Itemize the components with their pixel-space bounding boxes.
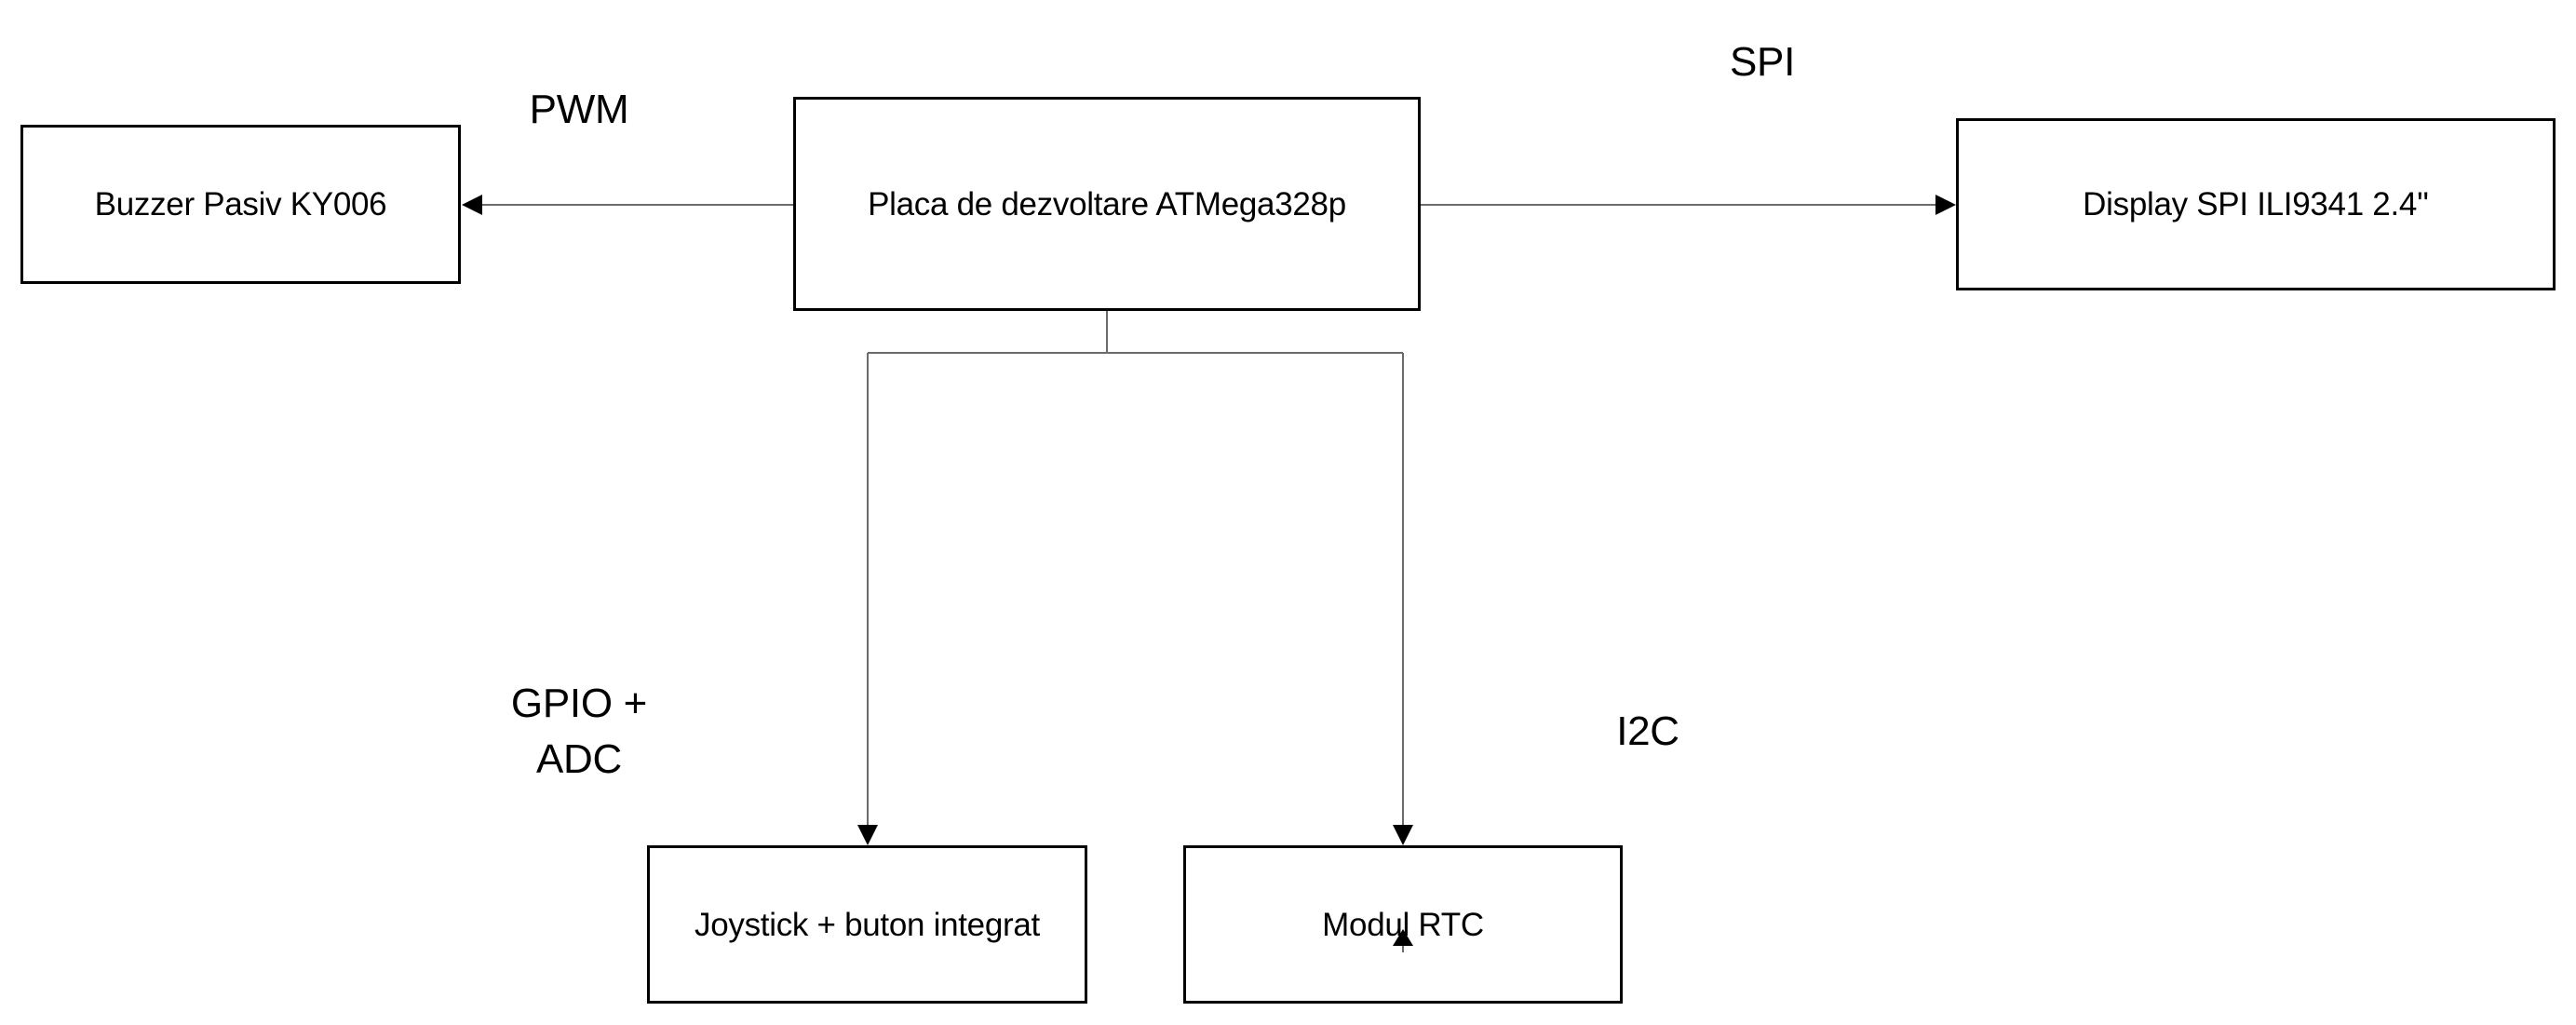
buzzer-block-label: Buzzer Pasiv KY006	[94, 186, 387, 223]
arrowhead-up-icon	[1393, 929, 1413, 946]
mcu-block[interactable]: Placa de dezvoltare ATMega328p	[793, 97, 1421, 311]
gpio-adc-label-line2: ADC	[536, 735, 622, 782]
display-block-label: Display SPI ILI9341 2.4''	[2083, 186, 2429, 223]
i2c-label: I2C	[1601, 704, 1694, 760]
pwm-label: PWM	[523, 82, 635, 138]
rtc-block-label: Modul RTC	[1322, 906, 1484, 943]
arrowhead-down-icon	[1393, 825, 1413, 845]
gpio-adc-label: GPIO + ADC	[505, 676, 654, 788]
mcu-block-label: Placa de dezvoltare ATMega328p	[868, 185, 1346, 223]
gpio-adc-label-line1: GPIO +	[510, 681, 648, 726]
rtc-block[interactable]: Modul RTC	[1183, 845, 1623, 1004]
arrowhead-left-icon	[462, 195, 482, 215]
pwm-label-text: PWM	[529, 87, 629, 132]
buzzer-block[interactable]: Buzzer Pasiv KY006	[20, 125, 461, 284]
spi-label: SPI	[1716, 34, 1809, 90]
spi-label-text: SPI	[1729, 39, 1796, 85]
arrowhead-right-icon	[1935, 195, 1956, 215]
joystick-block[interactable]: Joystick + buton integrat	[647, 845, 1087, 1004]
arrowhead-down-icon	[857, 825, 878, 845]
display-block[interactable]: Display SPI ILI9341 2.4''	[1956, 118, 2556, 290]
joystick-block-label: Joystick + buton integrat	[695, 906, 1040, 943]
i2c-label-text: I2C	[1616, 708, 1679, 754]
